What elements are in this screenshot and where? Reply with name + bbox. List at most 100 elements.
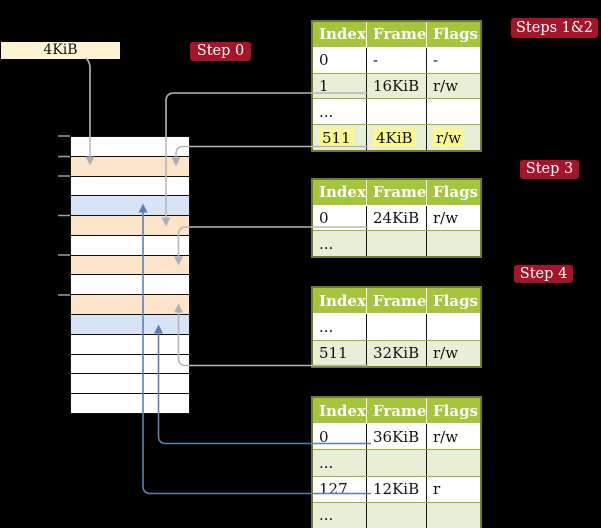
table-row: ... <box>313 98 480 125</box>
table-cell: - <box>366 47 426 73</box>
column-header-frame: Frame <box>366 180 426 205</box>
table-row: ... <box>313 230 480 257</box>
cell-value: 24KiB <box>373 209 420 227</box>
table-cell: 0 <box>313 424 366 449</box>
memory-frame-row-7 <box>71 274 189 295</box>
memory-frame-row-12 <box>71 373 189 394</box>
table-row: 511 4KiB r/w <box>313 124 480 150</box>
cell-value: ... <box>319 317 334 336</box>
column-header-index: Index <box>319 401 366 420</box>
memory-frame-row-8 <box>71 294 189 315</box>
memory-frame-row-1 <box>71 155 189 176</box>
table-cell: 0 <box>313 206 366 231</box>
steps-1-2-badge: Steps 1&2 <box>511 18 598 38</box>
highlighted-value: 4KiB <box>373 128 416 147</box>
memory-frame-row-0 <box>71 137 189 156</box>
column-header-flags: Flags <box>426 22 480 47</box>
memory-frame-row-5 <box>71 234 189 255</box>
table-cell: 32KiB <box>366 340 426 366</box>
step-0-badge: Step 0 <box>190 42 251 61</box>
memory-frame-row-13 <box>71 393 189 413</box>
column-header-flags: Flags <box>426 398 480 424</box>
cell-value: 32KiB <box>373 344 420 363</box>
table-cell: ... <box>313 314 366 339</box>
cell-value: ... <box>319 506 334 525</box>
table-cell: 12KiB <box>366 476 426 502</box>
table-row: 0 36KiB r/w <box>313 424 480 450</box>
column-header-index: Index <box>319 25 366 44</box>
cell-value: - <box>373 51 379 70</box>
table-cell: 36KiB <box>366 424 426 450</box>
cell-value: 12KiB <box>373 480 420 499</box>
step-4-badge: Step 4 <box>514 265 573 283</box>
table-cell: - <box>426 47 480 73</box>
cell-value: 511 <box>319 344 348 363</box>
table-cell: r/w <box>426 73 480 99</box>
column-header-frame: Frame <box>366 398 426 424</box>
memory-frame-row-3 <box>71 195 189 216</box>
table-cell <box>426 314 480 340</box>
cell-value: r/w <box>433 427 459 446</box>
memory-frame-row-4 <box>71 215 189 235</box>
table-cell: 127 <box>313 477 366 502</box>
cell-value: r/w <box>433 76 459 95</box>
cell-value: 1 <box>319 76 329 95</box>
table-cell: 1 <box>313 74 366 99</box>
memory-frame-row-11 <box>71 353 189 374</box>
table-cell: r/w <box>426 340 480 366</box>
step-3-badge: Step 3 <box>520 160 579 179</box>
table-cell: ... <box>313 450 366 475</box>
cell-value: 127 <box>319 480 348 499</box>
memory-frame-row-6 <box>71 254 189 275</box>
table-cell <box>366 99 426 125</box>
memory-frame-row-2 <box>71 175 189 196</box>
table-row: ... <box>313 314 480 340</box>
cell-value: 0 <box>319 51 329 70</box>
column-header-flags: Flags <box>426 288 480 314</box>
table-cell <box>426 502 480 528</box>
table-cell: ... <box>313 231 366 256</box>
cell-value: r/w <box>433 209 459 227</box>
memory-frame-row-10 <box>71 333 189 354</box>
table-cell <box>366 314 426 340</box>
memory-column <box>70 136 190 414</box>
table-cell: ... <box>313 503 366 528</box>
table-row: 0 24KiB r/w <box>313 205 480 231</box>
table-cell: 511 <box>313 125 366 150</box>
cell-value: 0 <box>319 209 329 227</box>
table-cell <box>426 450 480 476</box>
table-row: ... <box>313 449 480 476</box>
table-cell: r/w <box>426 205 480 231</box>
cell-value: 16KiB <box>373 76 420 95</box>
table-cell: 24KiB <box>366 205 426 231</box>
highlighted-value: r/w <box>433 128 465 147</box>
table-cell: 511 <box>313 341 366 366</box>
cell-value: r <box>433 480 441 499</box>
table-cell: 0 <box>313 48 366 73</box>
table-row: 511 32KiB r/w <box>313 339 480 366</box>
column-header-frame: Frame <box>366 22 426 47</box>
column-header-flags: Flags <box>426 180 480 205</box>
table-cell <box>426 231 480 257</box>
cell-value: r/w <box>433 344 459 363</box>
memory-address-ticks <box>58 135 70 296</box>
cell-value: ... <box>319 234 334 253</box>
cell-value: 0 <box>319 427 329 446</box>
table-cell <box>366 502 426 528</box>
table-cell: r/w <box>426 125 480 150</box>
column-header-frame: Frame <box>366 288 426 314</box>
table-cell <box>426 99 480 125</box>
cell-value: - <box>433 51 439 70</box>
cell-value: ... <box>319 102 334 121</box>
table-cell: r <box>426 476 480 502</box>
table-cell: r/w <box>426 424 480 450</box>
